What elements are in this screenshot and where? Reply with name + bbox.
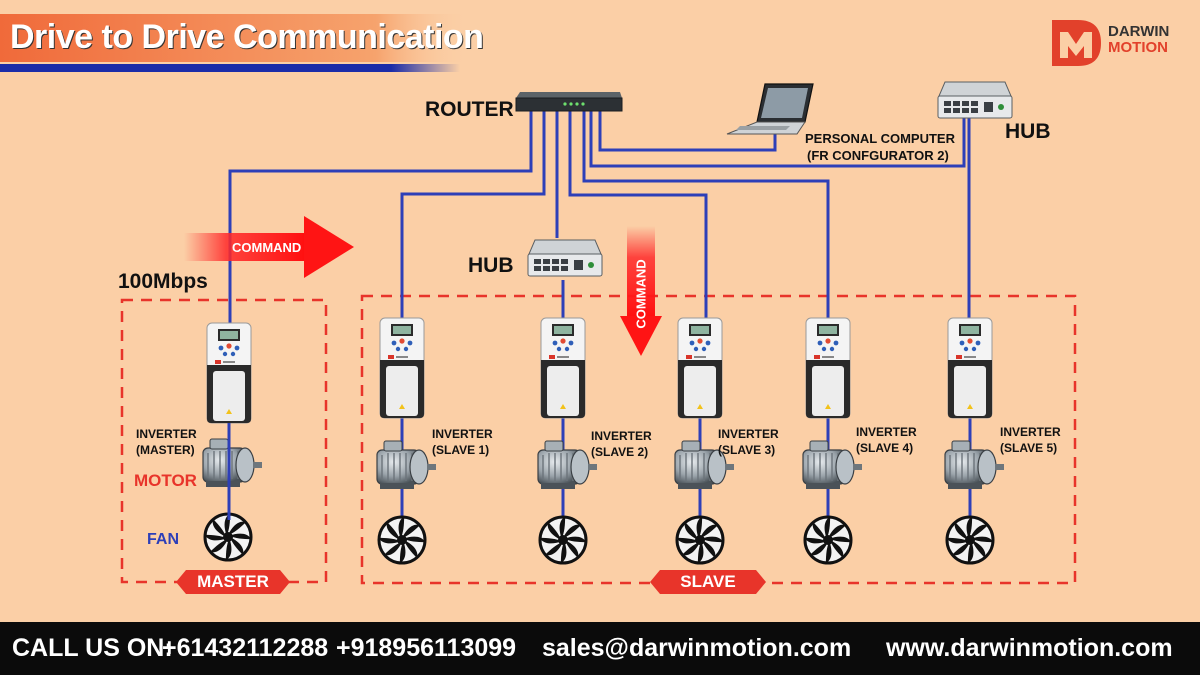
master-group-label: MASTER [197,572,269,591]
slave-3-inverter-line-1: INVERTER [718,427,779,441]
router-label: ROUTER [425,98,514,121]
motor-master [202,438,263,488]
fan-slave-5 [944,514,996,566]
master-inverter-line-2: (MASTER) [136,443,195,457]
command-arrow-horizontal [184,216,354,278]
motor-label: MOTOR [134,471,197,490]
darwin-motion-logo-icon [1052,20,1101,66]
slave-4-inverter-line-1: INVERTER [856,425,917,439]
call-label: CALL US ON: [12,634,173,662]
brand-line-2: MOTION [1108,39,1168,56]
hub-mid-icon [527,239,603,277]
motor-slave-4 [802,440,863,490]
slave-group-label: SLAVE [680,572,736,591]
motor-slave-5 [944,440,1005,490]
master-inverter-label: INVERTER (MASTER) [136,426,197,458]
pc-label: PERSONAL COMPUTER (FR CONFGURATOR 2) [805,130,955,164]
inverter-slave-4 [805,317,851,419]
motor-slave-1 [376,440,437,490]
master-group-box [120,298,328,584]
slave-4-inverter-line-2: (SLAVE 4) [856,441,914,455]
inverter-slave-2 [540,317,586,419]
hub-top-label: HUB [1005,120,1051,143]
inverter-slave-1 [379,317,425,419]
phone-1[interactable]: +61432112288 [162,634,329,662]
cable-master [228,110,533,323]
slave-5-inverter-label: INVERTER (SLAVE 5) [1000,424,1061,456]
email-link[interactable]: sales@darwinmotion.com [542,634,852,662]
fan-label: FAN [147,531,179,548]
command-label-horizontal: COMMAND [232,240,302,255]
motor-slave-2 [537,440,598,490]
slave-tag-shape [650,570,766,594]
slave-5-inverter-line-2: (SLAVE 5) [1000,441,1058,455]
fan-master [202,511,254,563]
slave-2-inverter-line-1: INVERTER [591,429,652,443]
command-arrow-vertical [620,226,662,356]
command-label-vertical: COMMAND [633,259,649,329]
title-underline [0,64,460,72]
cable-hub-top [589,110,966,168]
slave-1-inverter-line-2: (SLAVE 1) [432,443,490,457]
inverter-slave-3 [677,317,723,419]
cable-pc [598,110,777,152]
fan-slave-1 [376,514,428,566]
hub-top-icon [937,81,1013,119]
cable-slave-1 [400,110,546,318]
cable-slave-4 [582,110,830,318]
phone-2[interactable]: +918956113099 [336,634,517,662]
laptop-icon [726,83,814,135]
slave-devices [376,317,1005,566]
slave-1-inverter-line-1: INVERTER [432,427,493,441]
router [515,92,623,112]
slave-2-inverter-label: INVERTER (SLAVE 2) [591,428,652,460]
inverter-slave-5 [947,317,993,419]
inverter-master [206,322,252,424]
slave-3-inverter-line-2: (SLAVE 3) [718,443,776,457]
master-inverter-line-1: INVERTER [136,427,197,441]
brand-line-1: DARWIN [1108,23,1170,40]
slave-2-inverter-line-2: (SLAVE 2) [591,445,649,459]
pc-label-line-2: (FR CONFGURATOR 2) [807,148,949,163]
slave-1-inverter-label: INVERTER (SLAVE 1) [432,426,493,458]
contact-footer: CALL US ON: +61432112288 +918956113099 s… [0,622,1200,675]
page-title: Drive to Drive Communication [10,18,484,56]
website-link[interactable]: www.darwinmotion.com [886,634,1173,662]
slave-4-inverter-label: INVERTER (SLAVE 4) [856,424,917,456]
pc-label-line-1: PERSONAL COMPUTER [805,131,955,146]
slave-5-inverter-line-1: INVERTER [1000,425,1061,439]
fan-slave-2 [537,514,589,566]
fan-slave-3 [674,514,726,566]
hub-mid-label: HUB [468,254,514,277]
cable-slave-3 [568,110,708,318]
fan-slave-4 [802,514,854,566]
slave-3-inverter-label: INVERTER (SLAVE 3) [718,426,779,458]
title-banner [0,14,470,62]
speed-label: 100Mbps [118,270,208,293]
brand-name: DARWIN MOTION [1108,24,1169,56]
master-tag-shape [176,570,290,594]
